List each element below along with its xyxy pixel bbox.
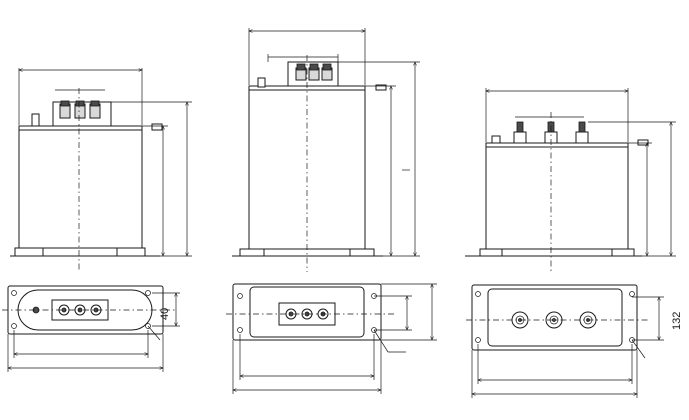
right-plan-view: 132: [466, 284, 683, 398]
left-elevation-view: [10, 68, 192, 270]
middle-plan-view: [226, 284, 437, 394]
middle-elevation-view: [232, 28, 420, 272]
left-plan-view: 40: [2, 285, 180, 372]
right-elevation-view: [465, 88, 676, 272]
large-plate-height-label: 132: [671, 312, 683, 330]
small-plate-height-label: 40: [159, 308, 171, 320]
